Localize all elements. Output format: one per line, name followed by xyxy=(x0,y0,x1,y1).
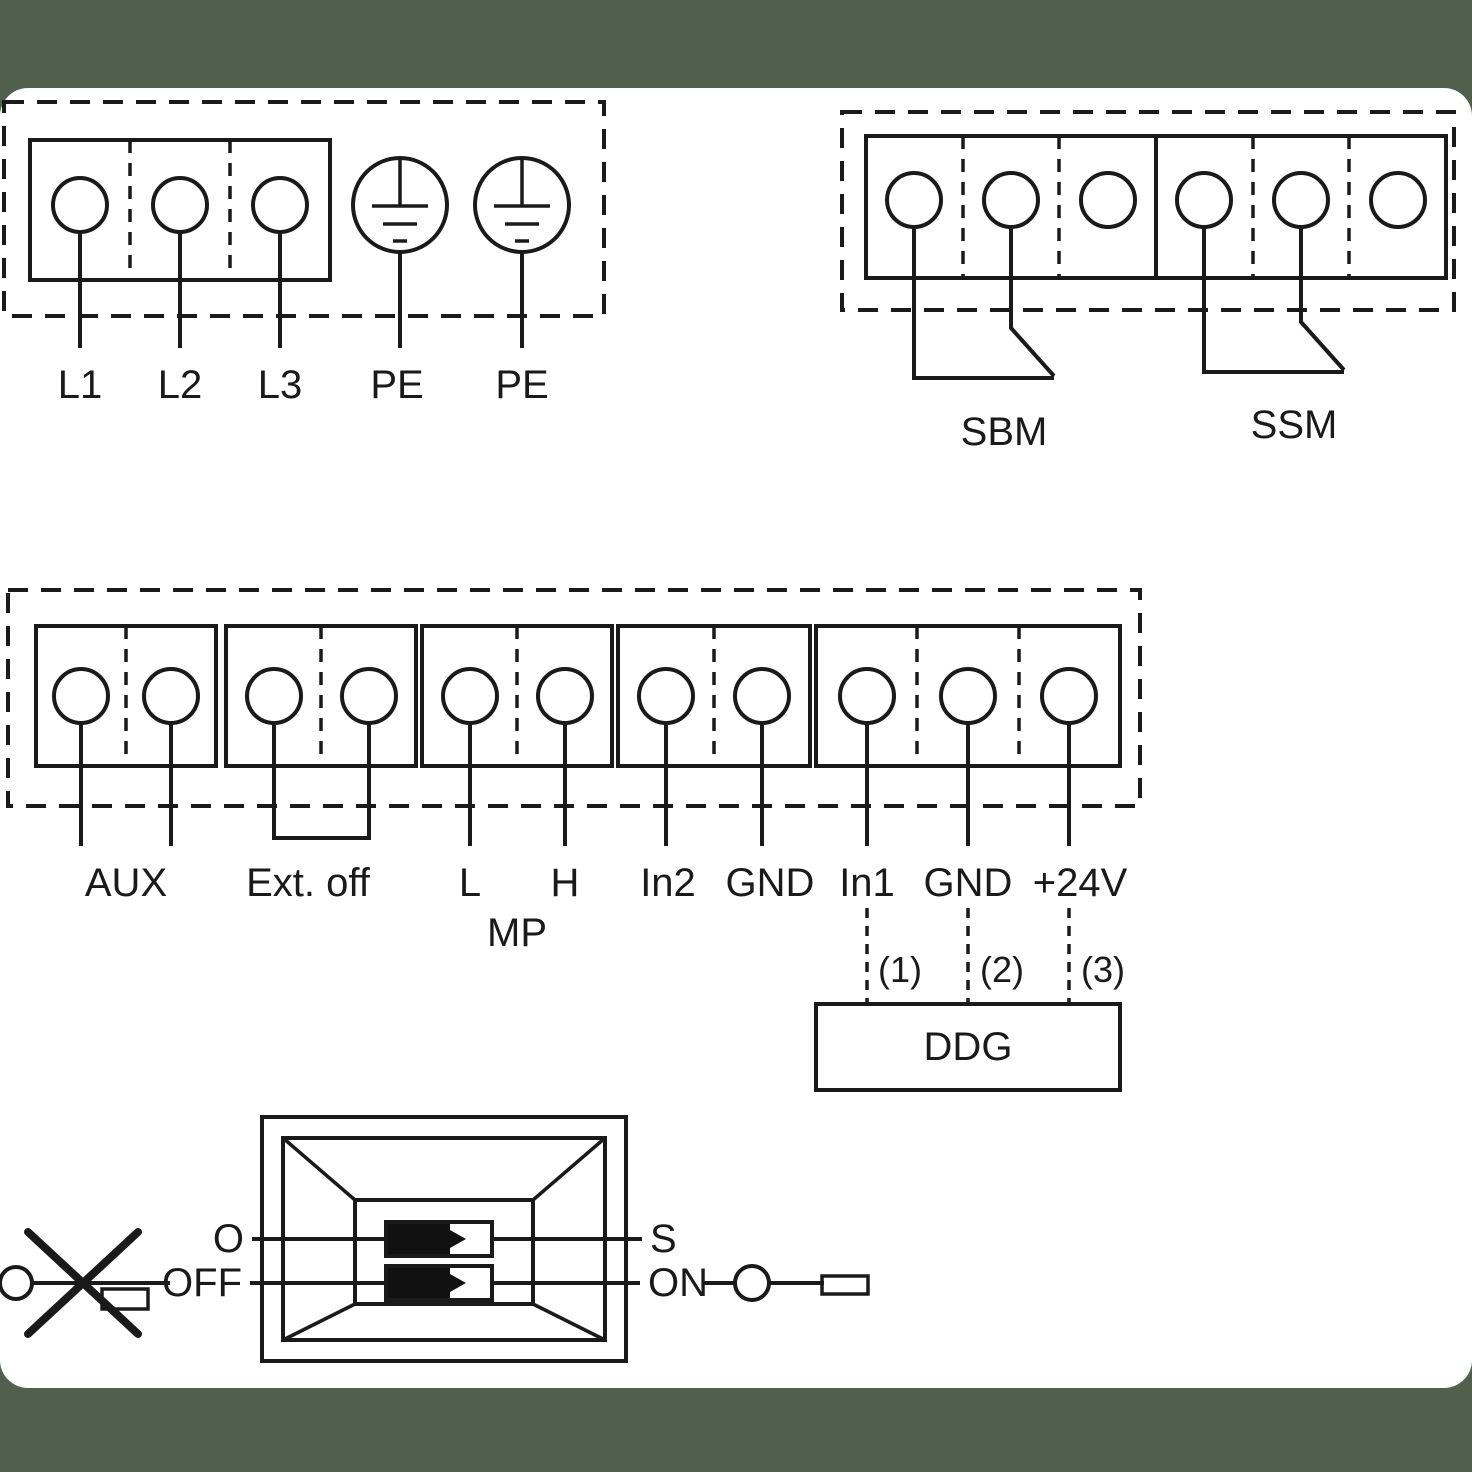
label-ddg: DDG xyxy=(924,1025,1013,1069)
pe-earth-symbol xyxy=(351,156,449,348)
ssm-contact-blade xyxy=(1299,227,1346,372)
label-l2: L2 xyxy=(158,363,203,407)
dip-switch-2-slider xyxy=(388,1268,450,1298)
cross-stroke xyxy=(24,1228,142,1338)
perspective-line xyxy=(282,1302,356,1342)
label-sbm: SBM xyxy=(961,410,1048,454)
diagram-sheet xyxy=(0,88,1472,1388)
label-pin3: (3) xyxy=(1081,949,1125,990)
label-in2: In2 xyxy=(640,861,696,905)
label-gnd1: GND xyxy=(726,861,815,905)
label-s: S xyxy=(650,1217,677,1261)
dip-switch-1-notch xyxy=(450,1230,466,1248)
terminal-circle-ssm-3 xyxy=(1369,171,1427,229)
control-block-dashed-border xyxy=(6,588,1142,808)
label-on: ON xyxy=(648,1261,708,1305)
perspective-line xyxy=(281,1136,357,1202)
label-pin2: (2) xyxy=(980,949,1024,990)
sbm-contact-blade xyxy=(1009,227,1056,378)
perspective-line xyxy=(532,1302,606,1342)
dip-switch-2 xyxy=(384,1264,494,1302)
pe-earth-symbol xyxy=(473,156,571,348)
label-pe1: PE xyxy=(370,363,423,407)
dip-switch-2-notch xyxy=(450,1274,466,1292)
label-o: O xyxy=(213,1217,244,1261)
dip-front-face xyxy=(353,1198,535,1306)
dip-switch-1 xyxy=(384,1220,494,1258)
relay-block-dashed-border xyxy=(840,110,1456,312)
label-gnd2: GND xyxy=(924,861,1013,905)
label-pin1: (1) xyxy=(878,949,922,990)
label-24v: +24V xyxy=(1033,861,1128,905)
power-terminal-block: L1 L2 L3 PE PE xyxy=(2,100,606,407)
label-off: OFF xyxy=(162,1261,242,1305)
label-in1: In1 xyxy=(839,861,895,905)
terminal-circle-sbm-3 xyxy=(1079,171,1137,229)
ddg-box xyxy=(814,1002,1122,1092)
ssm-contact-wire xyxy=(1202,227,1344,374)
label-aux: AUX xyxy=(85,861,167,905)
label-l3: L3 xyxy=(258,363,303,407)
key-bit xyxy=(820,1274,870,1296)
ext-off-jumper xyxy=(272,723,371,840)
control-terminal-block: AUX Ext. off L H In2 GND In1 GND +24V MP xyxy=(6,588,1142,955)
ddg-block: (1) (2) (3) DDG xyxy=(814,908,1125,1092)
dip-switch-block: O S OFF ON xyxy=(0,1115,870,1363)
key-icon xyxy=(702,1264,870,1302)
label-h: H xyxy=(551,861,580,905)
label-ext-off: Ext. off xyxy=(246,861,371,905)
dip-switch-1-slider xyxy=(388,1224,450,1254)
label-mp: MP xyxy=(487,911,547,955)
label-l: L xyxy=(459,861,481,905)
label-ssm: SSM xyxy=(1251,403,1338,447)
no-plug-icon xyxy=(0,1228,170,1338)
label-pe2: PE xyxy=(495,363,548,407)
power-block-dashed-border xyxy=(2,100,606,318)
perspective-line xyxy=(531,1136,607,1202)
label-l1: L1 xyxy=(58,363,103,407)
relay-output-block: SBM SSM xyxy=(840,110,1456,454)
sbm-contact-wire xyxy=(912,227,1054,380)
